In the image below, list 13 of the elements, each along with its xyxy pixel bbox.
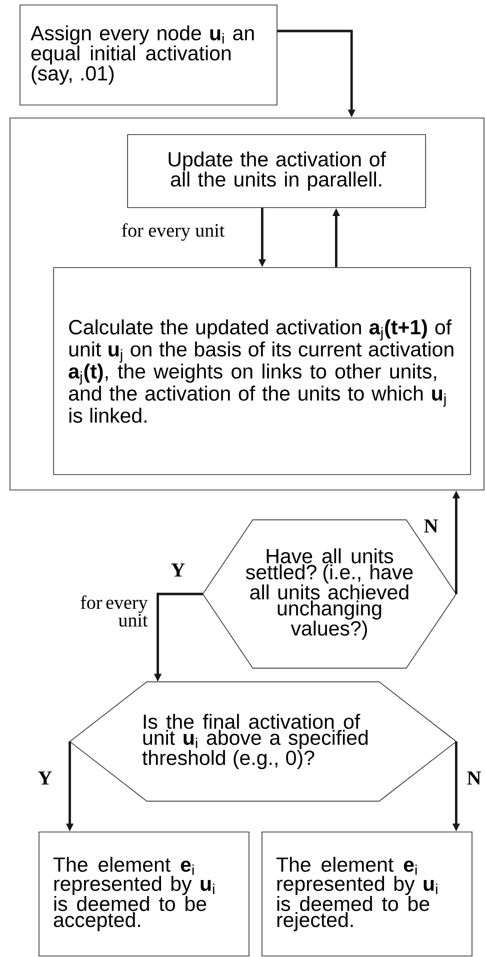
text-label: for every unit [80, 595, 148, 627]
process-box: Assign every node u$_{i}$ an equal initial activation (say, .01) [20, 4, 278, 106]
edge-label: Y [170, 562, 186, 578]
edge-label: N [422, 518, 440, 534]
process-box: The element e$_{i}$ represented by u$_{i}$ is deemed to be accepted. [38, 832, 250, 956]
process-box: Calculate the updated activation a$_{j}$(t+1) of unit u$_{j}$ on the basis of its current activation a$_{j}$(t), the weights on links to other units, and the activation of the units to which u$_{j}$ is linked. [53, 267, 471, 475]
decision-hexagon: Is the final activation of unit u$_{i}$ above a specified threshold (e.g., 0)? [69, 681, 457, 802]
process-box [10, 118, 484, 490]
process-box: The element e$_{i}$ represented by u$_{i}$ is deemed to be rejected. [262, 832, 472, 956]
edge-label: for every unit [120, 222, 226, 242]
process-box: Update the activation of all the units in parallell. [127, 134, 426, 208]
edge-label: N [466, 770, 482, 786]
edge-label: Y [36, 770, 54, 786]
